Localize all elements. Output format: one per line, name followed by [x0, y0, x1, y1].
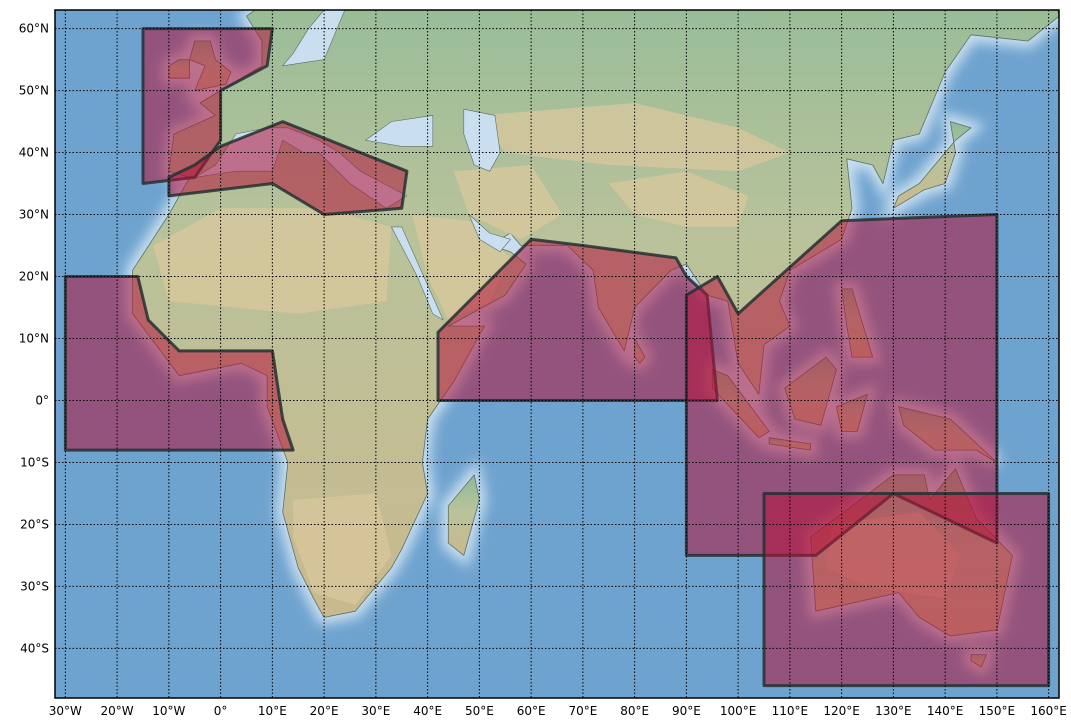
- longitude-label: 110°E: [772, 704, 809, 718]
- longitude-label: 0°: [214, 704, 228, 718]
- latitude-label: 20°S: [20, 517, 49, 531]
- longitude-label: 140°E: [927, 704, 964, 718]
- longitude-label: 50°E: [465, 704, 494, 718]
- map-frame: [54, 9, 1060, 699]
- latitude-label: 10°N: [19, 332, 49, 346]
- longitude-label: 150°E: [979, 704, 1016, 718]
- longitude-label: 10°E: [258, 704, 287, 718]
- latitude-label: 30°N: [19, 208, 49, 222]
- latitude-label: 50°N: [19, 84, 49, 98]
- terrain-iran: [453, 165, 563, 240]
- water-caspian: [463, 108, 501, 172]
- longitude-label: 130°E: [875, 704, 912, 718]
- latitude-label: 40°S: [20, 641, 49, 655]
- longitude-label: 160°E: [1030, 704, 1067, 718]
- longitude-label: 60°E: [517, 704, 546, 718]
- latitude-label: 60°N: [19, 22, 49, 36]
- latitude-label: 0°: [35, 393, 49, 407]
- longitude-label: 20°E: [310, 704, 339, 718]
- latitude-label: 20°N: [19, 270, 49, 284]
- longitude-label: 10°W: [152, 704, 185, 718]
- latitude-label: 30°S: [20, 579, 49, 593]
- terrain-southern-africa: [293, 493, 392, 605]
- longitude-label: 20°W: [101, 704, 134, 718]
- longitude-label: 70°E: [568, 704, 597, 718]
- water-red-sea: [390, 226, 444, 321]
- terrain-tibet: [608, 171, 749, 227]
- latitude-label: 10°S: [20, 455, 49, 469]
- longitude-label: 30°W: [49, 704, 82, 718]
- terrain-sahara: [153, 208, 392, 314]
- water-black-sea: [364, 115, 434, 147]
- region-australia[interactable]: [762, 492, 1051, 688]
- land-japan: [893, 121, 972, 209]
- latitude-label: 40°N: [19, 146, 49, 160]
- longitude-label: 100°E: [720, 704, 757, 718]
- latitude-labels: 60°N 50°N 40°N 30°N 20°N 10°N 0° 10°S 20°S 30°S 40…: [19, 22, 49, 656]
- water-baltic: [281, 10, 346, 67]
- longitude-label: 30°E: [361, 704, 390, 718]
- longitude-label: 80°E: [620, 704, 649, 718]
- graticule: [55, 10, 1059, 698]
- longitude-label: 40°E: [413, 704, 442, 718]
- longitude-labels: 30°W 20°W 10°W 0° 10°E 20°E 30°E 40°E 50°E 60°E 70…: [49, 704, 1067, 718]
- longitude-label: 120°E: [823, 704, 860, 718]
- longitude-label: 90°E: [672, 704, 701, 718]
- land-madagascar: [447, 474, 480, 556]
